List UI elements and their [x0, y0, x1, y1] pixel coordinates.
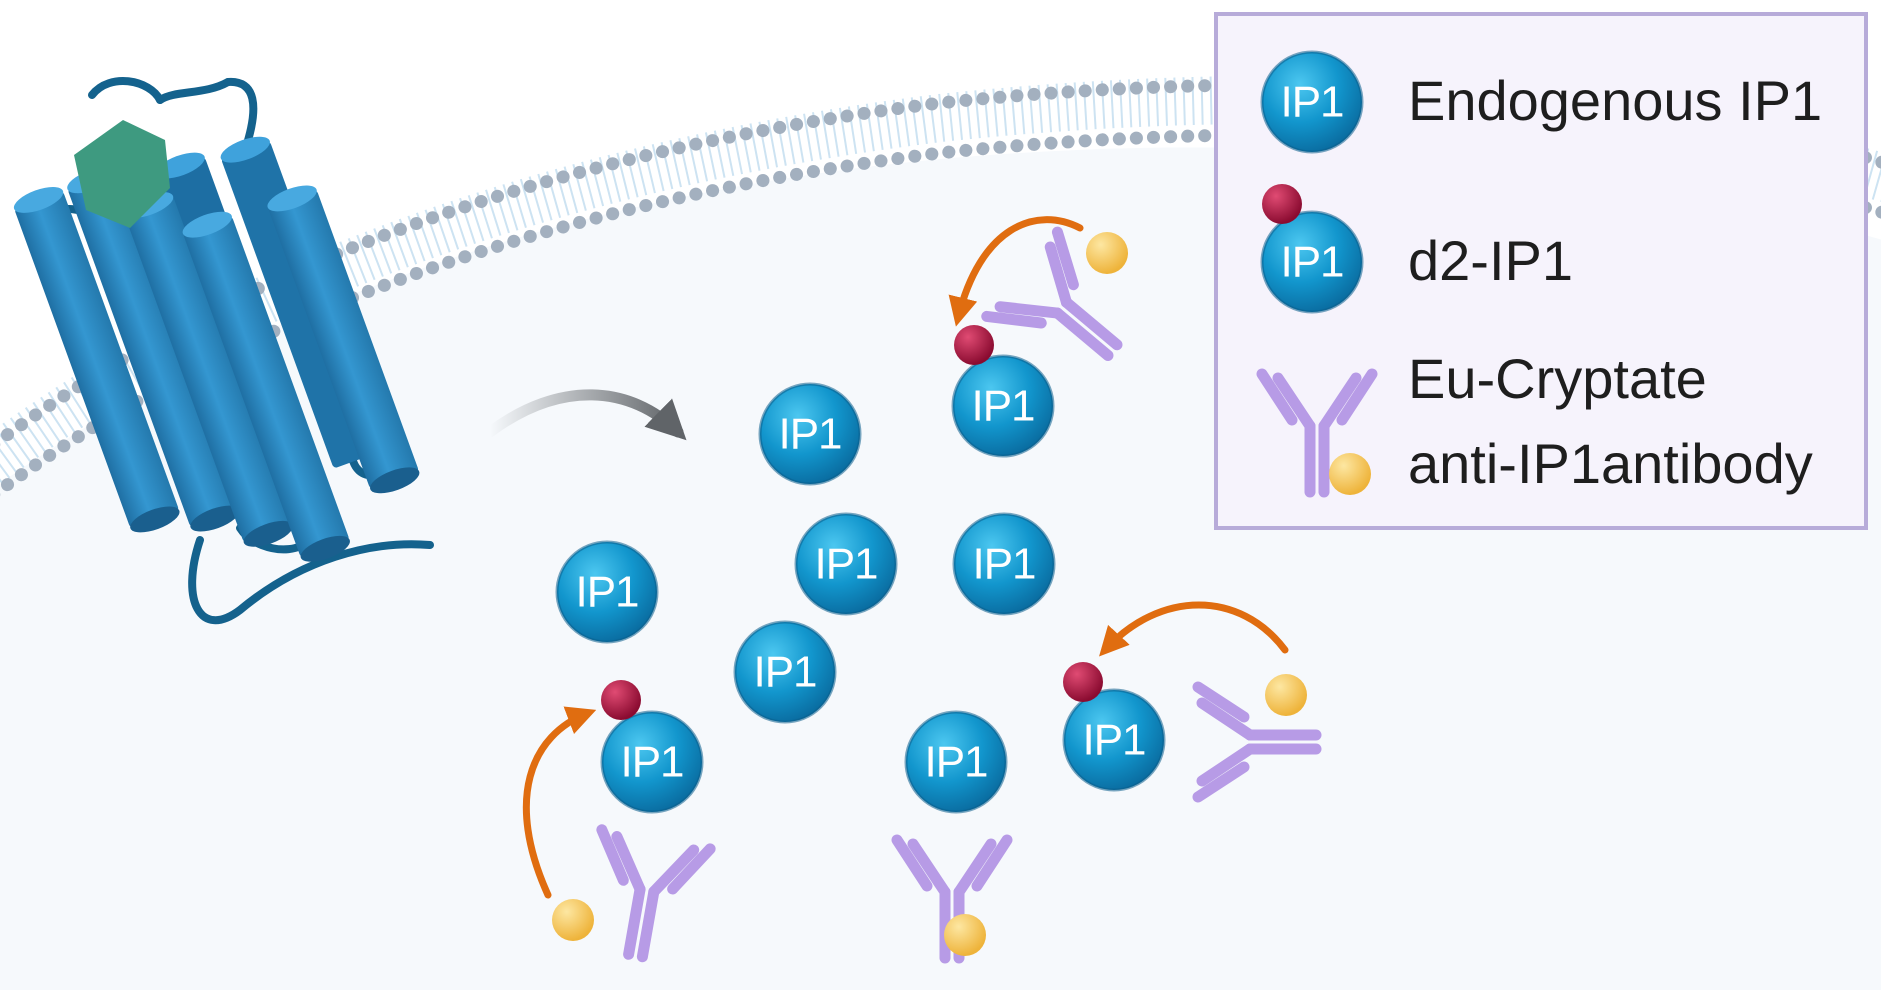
legend: IP1 Endogenous IP1 IP1 d2-IP1 Eu-Cryptat…: [1214, 12, 1868, 530]
svg-text:IP1: IP1: [1280, 238, 1343, 287]
ip1-molecule-icon: IP1: [1260, 50, 1364, 154]
fret-arrow: [948, 216, 1084, 327]
ip1-molecule: IP1: [952, 512, 1056, 616]
ip1-label: IP1: [753, 648, 816, 697]
d2-dye-icon: [1063, 662, 1103, 702]
ligand-hexagon-icon: [74, 120, 170, 228]
process-arrow: [484, 389, 687, 441]
ip1-label: IP1: [1082, 716, 1145, 765]
eu-cryptate-icon: [1265, 674, 1307, 716]
legend-label-antibody-line2: anti-IP1antibody: [1408, 432, 1813, 495]
ip1-label: IP1: [971, 382, 1034, 431]
fret-arrow: [1099, 601, 1289, 657]
ip1-label: IP1: [972, 540, 1035, 589]
antibody-ip1-complex: IP1: [897, 710, 1007, 958]
fret-arrow: [522, 706, 597, 899]
legend-item-d2-ip1: IP1 d2-IP1: [1218, 176, 1864, 316]
eu-cryptate-icon: [552, 899, 594, 941]
legend-item-antibody: Eu-Cryptate anti-IP1antibody: [1218, 334, 1864, 514]
ip1-molecule: IP1: [758, 382, 862, 486]
d2-dye-icon: [601, 680, 641, 720]
ip1-label: IP1: [778, 410, 841, 459]
ip1-molecule: IP1: [794, 512, 898, 616]
fret-complex-right: IP1: [1062, 601, 1316, 797]
legend-item-endogenous-ip1: IP1 Endogenous IP1: [1218, 46, 1864, 156]
ip1-molecule: IP1: [555, 540, 659, 644]
legend-label-antibody-line1: Eu-Cryptate: [1408, 347, 1707, 410]
ip1-label: IP1: [924, 738, 987, 787]
antibody-icon: [1218, 334, 1398, 514]
legend-label-d2: d2-IP1: [1408, 229, 1573, 292]
legend-label-endogenous: Endogenous IP1: [1408, 69, 1823, 132]
ip1-label: IP1: [620, 738, 683, 787]
ip1-label: IP1: [575, 568, 638, 617]
fret-complex-top: IP1: [948, 216, 1148, 458]
d2-dye-icon: [954, 325, 994, 365]
svg-text:IP1: IP1: [1280, 78, 1343, 127]
ip1-label: IP1: [814, 540, 877, 589]
transmembrane-helices: [13, 136, 420, 562]
gpcr-receptor-icon: [13, 77, 434, 625]
ip1-molecule: IP1: [733, 620, 837, 724]
d2-ip1-icon: IP1: [1260, 184, 1364, 314]
fret-complex-bottom-left: IP1: [522, 680, 710, 965]
eu-cryptate-icon: [1086, 232, 1128, 274]
eu-cryptate-icon: [944, 914, 986, 956]
